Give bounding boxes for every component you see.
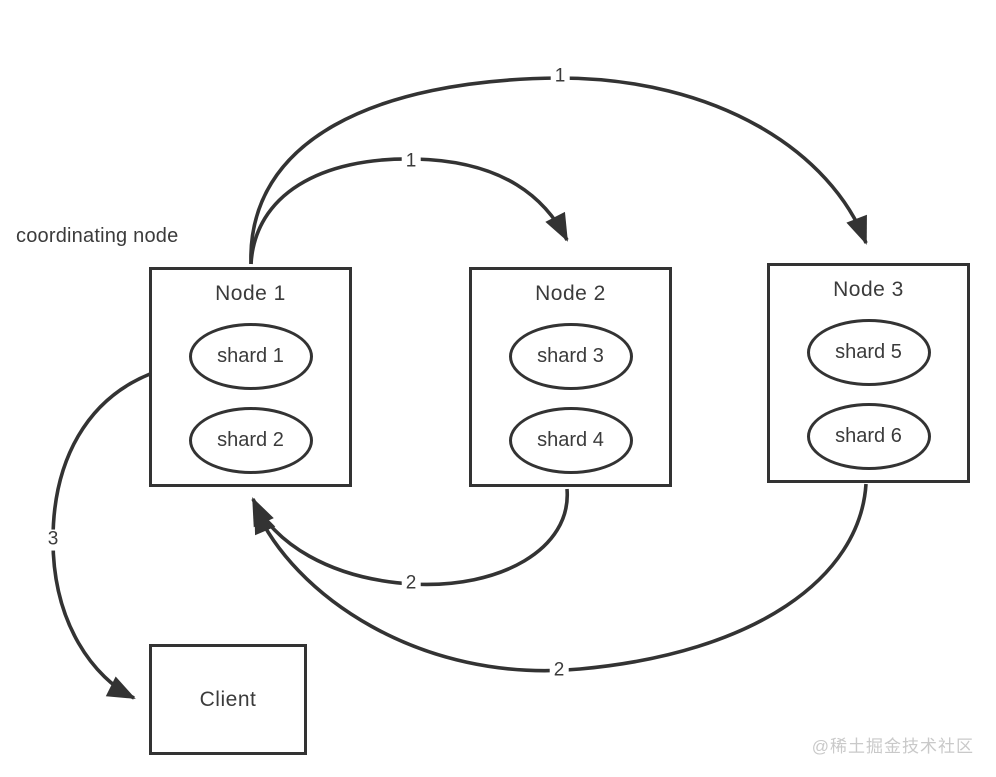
shard-4-ellipse: shard 4 — [508, 407, 633, 474]
edge-label-3-to-client: 3 — [43, 529, 63, 551]
shard-6-ellipse: shard 6 — [806, 403, 931, 470]
edge-label-1-to-node2: 1 — [401, 151, 421, 173]
node1-title: Node 1 — [215, 282, 286, 305]
node3-box: Node 3 shard 5 shard 6 — [767, 263, 970, 483]
client-box: Client — [149, 644, 307, 755]
edge-label-1-to-node3: 1 — [550, 66, 570, 88]
coordinating-node-label: coordinating node — [16, 225, 179, 247]
edge-label-2-from-node3: 2 — [549, 660, 569, 682]
shard-5-ellipse: shard 5 — [806, 319, 931, 386]
node1-box: Node 1 shard 1 shard 2 — [149, 267, 352, 487]
shard-2-ellipse: shard 2 — [188, 407, 313, 474]
edge-label-2-from-node2: 2 — [401, 573, 421, 595]
edge-node1-to-node3 — [249, 76, 868, 265]
edge-node3-to-node1 — [253, 483, 868, 673]
node2-title: Node 2 — [535, 282, 606, 305]
node3-title: Node 3 — [833, 278, 904, 301]
node2-box: Node 2 shard 3 shard 4 — [469, 267, 672, 487]
edge-node1-to-client — [51, 372, 151, 700]
watermark-text: @稀土掘金技术社区 — [811, 737, 974, 756]
edge-node1-to-node2 — [249, 157, 569, 265]
shard-1-ellipse: shard 1 — [188, 323, 313, 390]
shard-3-ellipse: shard 3 — [508, 323, 633, 390]
